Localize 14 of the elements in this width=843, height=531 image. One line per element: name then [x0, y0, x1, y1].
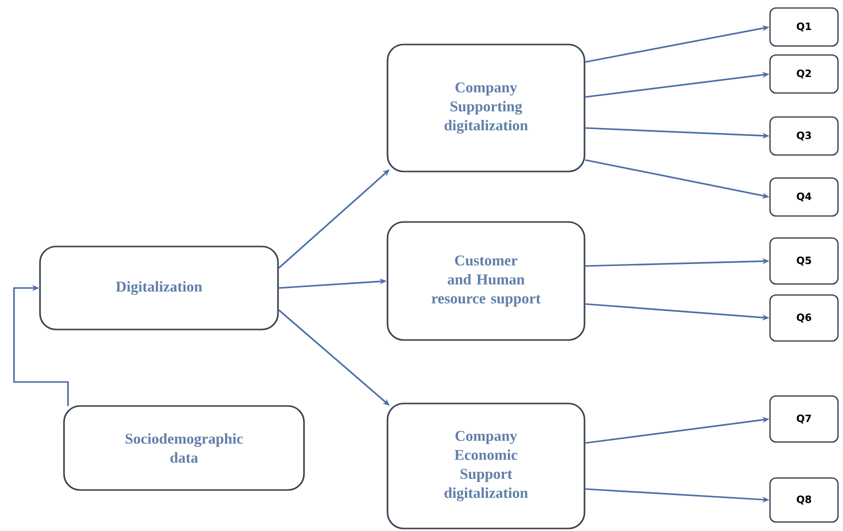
question-box: Q3 — [769, 116, 839, 156]
arrow — [13, 284, 69, 406]
question-box: Q1 — [769, 7, 839, 47]
process-box: Company Supporting digitalization — [386, 44, 586, 172]
question-box: Q6 — [769, 294, 839, 342]
process-box: Company Economic Support digitalization — [386, 402, 586, 530]
process-box: Customer and Human resource support — [386, 221, 586, 341]
question-box: Q5 — [769, 237, 839, 285]
question-box: Q8 — [769, 477, 839, 523]
process-box: Sociodemographic data — [63, 405, 305, 491]
process-box: Digitalization — [39, 246, 279, 330]
question-box: Q4 — [769, 177, 839, 217]
question-box: Q7 — [769, 395, 839, 443]
question-box: Q2 — [769, 54, 839, 94]
